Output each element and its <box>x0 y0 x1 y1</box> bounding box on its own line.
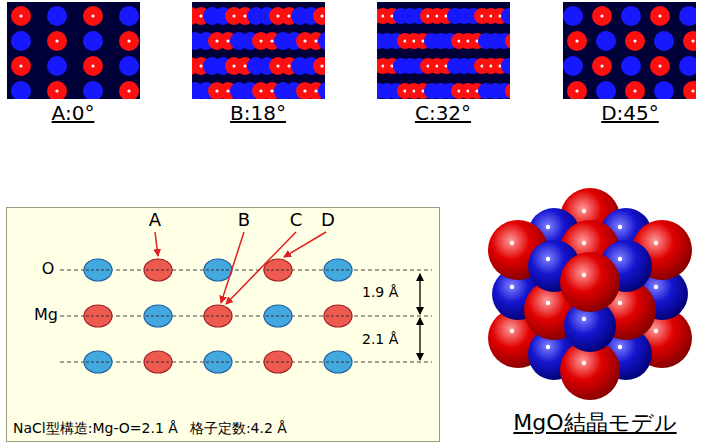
leader-arrow <box>155 232 158 256</box>
stm-panel <box>377 2 510 99</box>
atom <box>144 351 172 373</box>
dimension-arrow <box>419 318 420 360</box>
panel-caption: D:45° <box>601 102 659 125</box>
atom <box>204 259 232 281</box>
row-label: Mg <box>34 306 58 324</box>
atom <box>204 351 232 373</box>
callout-letter: B <box>238 210 250 231</box>
atom <box>324 351 352 373</box>
leader-arrow <box>284 232 326 257</box>
panel-caption: C:32° <box>415 102 471 125</box>
caption-text: NaCl型構造:Mg-O=2.1 Å <box>13 420 178 437</box>
dimension: 1.9 Å <box>362 284 398 300</box>
leader-arrow <box>221 232 244 303</box>
atom <box>144 305 172 327</box>
atom <box>324 305 352 327</box>
model-caption: MgO結晶モデル <box>513 410 676 435</box>
row-label: O <box>42 260 55 278</box>
atom <box>324 259 352 281</box>
callout-letter: C <box>290 210 303 231</box>
atom <box>84 351 112 373</box>
atom <box>264 305 292 327</box>
stm-panel <box>192 2 325 99</box>
atom <box>84 259 112 281</box>
atom <box>144 259 172 281</box>
panel-caption: A:0° <box>52 102 95 125</box>
leader-arrow <box>226 232 296 304</box>
atom <box>264 259 292 281</box>
caption-text: 格子定数:4.2 Å <box>190 420 287 437</box>
panel-caption: B:18° <box>230 102 286 125</box>
atom <box>264 351 292 373</box>
dimension-arrow <box>419 274 420 314</box>
callout-letter: D <box>321 210 335 231</box>
atom <box>204 305 232 327</box>
atom <box>84 305 112 327</box>
ion-sphere <box>560 252 620 312</box>
dimension: 2.1 Å <box>362 331 398 347</box>
callout-letter: A <box>149 210 161 231</box>
